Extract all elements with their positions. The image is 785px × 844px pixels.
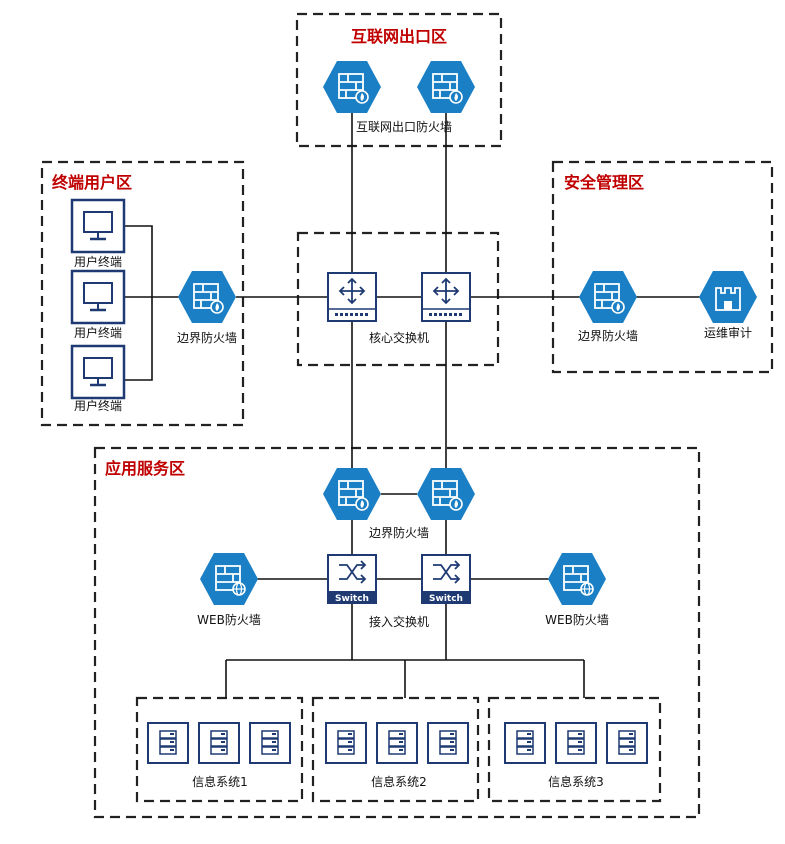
internet-zone-title: 互联网出口区 — [351, 27, 447, 46]
core-switch-icon-1 — [327, 272, 377, 322]
service-zone-title: 应用服务区 — [105, 459, 185, 478]
service-firewall-icon-2 — [416, 467, 476, 521]
terminal-firewall-icon — [177, 270, 237, 324]
server-icon — [249, 722, 291, 764]
service-firewall-icon-1 — [322, 467, 382, 521]
info-system-1-box — [135, 696, 304, 803]
security-firewall-label: 边界防火墙 — [578, 328, 638, 343]
access-switch-label: 接入交换机 — [369, 614, 429, 629]
switch-text-right: Switch — [429, 594, 463, 604]
core-zone-box — [296, 231, 500, 367]
web-firewall-icon-left — [199, 552, 259, 606]
terminal-firewall-label: 边界防火墙 — [177, 330, 237, 345]
user-terminal-label-1: 用户终端 — [74, 254, 122, 269]
switch-text-left: Switch — [335, 594, 369, 604]
server-icon — [555, 722, 597, 764]
server-icon — [325, 722, 367, 764]
web-firewall-label-right: WEB防火墙 — [545, 612, 609, 627]
server-icon — [198, 722, 240, 764]
internet-firewall-icon-2 — [416, 60, 476, 114]
user-terminal-icon-2 — [70, 269, 126, 325]
server-icon — [427, 722, 469, 764]
info-system-2-label: 信息系统2 — [371, 774, 427, 789]
connection-lines — [125, 113, 700, 698]
internet-zone-box — [295, 12, 503, 148]
info-system-1-label: 信息系统1 — [192, 774, 248, 789]
web-firewall-icon-right — [547, 552, 607, 606]
security-firewall-icon — [578, 270, 638, 324]
server-icon — [504, 722, 546, 764]
web-firewall-label-left: WEB防火墙 — [197, 612, 261, 627]
core-switch-icon-2 — [421, 272, 471, 322]
service-zone-box — [93, 446, 701, 819]
info-system-3-label: 信息系统3 — [548, 774, 604, 789]
server-icon — [606, 722, 648, 764]
user-terminal-icon-1 — [70, 198, 126, 254]
core-switch-label: 核心交换机 — [369, 330, 429, 345]
internet-firewall-label: 互联网出口防火墙 — [356, 119, 452, 134]
user-terminal-label-2: 用户终端 — [74, 325, 122, 340]
terminal-zone-box — [40, 160, 245, 427]
audit-label: 运维审计 — [704, 325, 752, 340]
service-firewall-label: 边界防火墙 — [369, 525, 429, 540]
internet-firewall-icon-1 — [322, 60, 382, 114]
info-system-2-box — [311, 696, 480, 803]
security-zone-title: 安全管理区 — [564, 173, 644, 192]
user-terminal-label-3: 用户终端 — [74, 398, 122, 413]
server-icon — [147, 722, 189, 764]
security-zone-box — [551, 160, 774, 374]
server-icon — [376, 722, 418, 764]
terminal-zone-title: 终端用户区 — [52, 173, 132, 192]
info-system-3-box — [487, 696, 662, 803]
user-terminal-icon-3 — [70, 344, 126, 400]
audit-icon — [698, 270, 758, 324]
